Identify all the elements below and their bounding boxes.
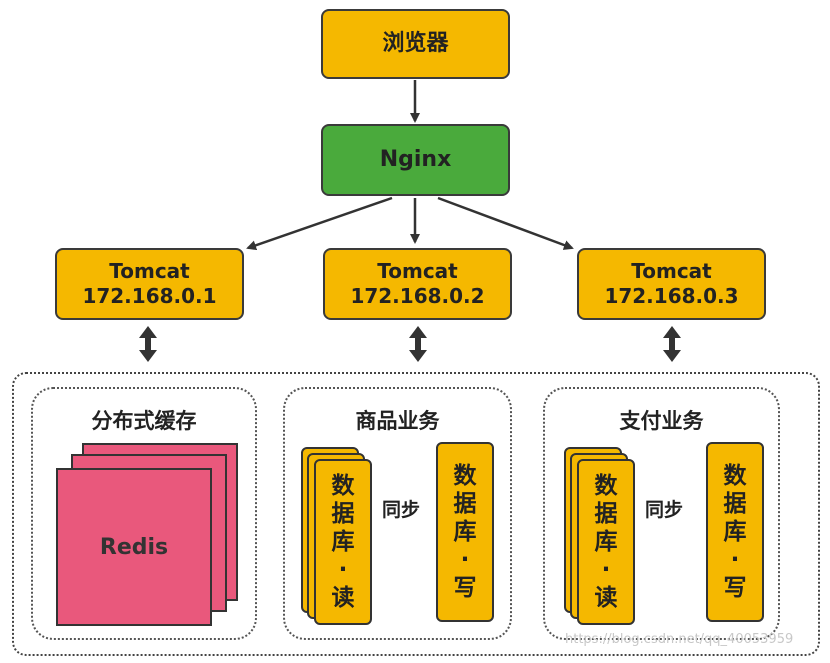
db-char: 数 <box>453 462 477 489</box>
watermark: https://blog.csdn.net/qq_40053959 <box>565 632 794 647</box>
redis-card: Redis <box>56 468 212 626</box>
read-db: 数 据 库 · 读 <box>577 459 635 625</box>
read-db: 数 据 库 · 读 <box>314 459 372 625</box>
panel-payment-business: 支付业务 数 据 库 · 读 同步 数 据 库 · 写 <box>543 387 780 640</box>
tomcat-name: Tomcat <box>109 259 190 283</box>
double-arrow-1 <box>139 326 157 362</box>
db-char: 据 <box>331 500 355 527</box>
tomcat-node-3: Tomcat 172.168.0.3 <box>577 248 766 320</box>
nginx-label: Nginx <box>379 147 452 173</box>
panel-product-business: 商品业务 数 据 库 · 读 同步 数 据 库 · 写 <box>283 387 512 640</box>
sync-label: 同步 <box>382 499 421 521</box>
browser-node: 浏览器 <box>321 9 510 79</box>
db-char: · <box>460 547 470 574</box>
db-char: 数 <box>594 472 618 499</box>
db-char: 写 <box>723 575 747 602</box>
db-char: 库 <box>594 528 618 555</box>
arrow-nginx-tomcat3 <box>437 196 574 250</box>
arrow-nginx-tomcat1 <box>246 196 393 251</box>
tomcat-node-2: Tomcat 172.168.0.2 <box>323 248 512 320</box>
db-char: 库 <box>331 528 355 555</box>
panel-title: 支付业务 <box>619 409 704 433</box>
db-char: 读 <box>331 585 355 612</box>
db-char: · <box>730 547 740 574</box>
db-char: 据 <box>453 490 477 517</box>
db-char: · <box>338 557 348 584</box>
db-char: 据 <box>723 490 747 517</box>
write-db: 数 据 库 · 写 <box>706 442 764 622</box>
nginx-node: Nginx <box>321 124 510 196</box>
browser-label: 浏览器 <box>382 31 449 57</box>
double-arrow-3 <box>663 326 681 362</box>
db-char: 库 <box>453 518 477 545</box>
tomcat-ip: 172.168.0.2 <box>350 284 485 308</box>
tomcat-name: Tomcat <box>377 259 458 283</box>
db-char: 数 <box>331 472 355 499</box>
tomcat-ip: 172.168.0.3 <box>604 284 739 308</box>
sync-label: 同步 <box>645 499 684 521</box>
double-arrow-2 <box>409 326 427 362</box>
redis-label: Redis <box>99 534 169 560</box>
db-char: 读 <box>594 585 618 612</box>
tomcat-node-1: Tomcat 172.168.0.1 <box>55 248 244 320</box>
tomcat-name: Tomcat <box>631 259 712 283</box>
backend-container <box>12 372 820 656</box>
write-db: 数 据 库 · 写 <box>436 442 494 622</box>
panel-title: 分布式缓存 <box>91 409 197 433</box>
db-char: 数 <box>723 462 747 489</box>
db-char: 据 <box>594 500 618 527</box>
panel-distributed-cache: 分布式缓存 Redis <box>31 387 257 640</box>
db-char: 写 <box>453 575 477 602</box>
db-char: · <box>601 557 611 584</box>
tomcat-ip: 172.168.0.1 <box>82 284 217 308</box>
db-char: 库 <box>723 518 747 545</box>
panel-title: 商品业务 <box>355 409 440 433</box>
